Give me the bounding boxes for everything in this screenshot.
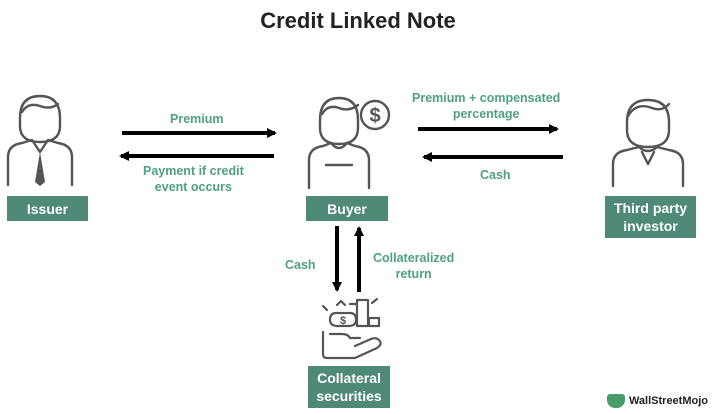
edge-label-payment-line1: Payment if credit (143, 164, 244, 178)
edge-label-premium: Premium (170, 112, 224, 126)
svg-text:$: $ (340, 315, 346, 327)
buyer-label-box: Buyer (306, 196, 388, 221)
edge-label-premium-compensated-line2: percentage (452, 107, 520, 121)
collateral-label-line2: securities (316, 388, 382, 404)
edge-label-collateralized-return: Collateralized return (373, 250, 454, 282)
svg-text:$: $ (369, 105, 380, 127)
edge-label-payment: Payment if credit event occurs (143, 163, 244, 195)
buyer-label: Buyer (327, 200, 367, 217)
investor-label-line2: investor (623, 218, 678, 234)
investor-person-icon (611, 98, 685, 188)
diagram-title: Credit Linked Note (260, 8, 456, 33)
edge-label-collateralized-return-line1: Collateralized (373, 251, 455, 265)
buyer-person-dollar-icon: $ (307, 96, 391, 190)
collateral-label-line1: Collateral (317, 370, 381, 386)
investor-label-box: Third party investor (605, 196, 696, 238)
edge-label-cash-right: Cash (480, 168, 511, 182)
edge-label-premium-compensated-line1: Premium + compensated (412, 91, 561, 105)
edge-label-cash-down: Cash (285, 258, 316, 272)
issuer-label-box: Issuer (7, 196, 88, 221)
logo-text: WallStreetMojo (628, 395, 708, 407)
collateral-money-hand-icon: $ (321, 297, 382, 360)
issuer-label: Issuer (26, 200, 69, 217)
issuer-person-icon (6, 94, 74, 187)
edge-label-payment-line2: event occurs (154, 180, 232, 194)
edge-label-premium-compensated: Premium + compensated percentage (412, 90, 560, 122)
edge-label-collateralized-return-line2: return (395, 267, 432, 281)
logo-icon (606, 394, 625, 408)
investor-label-line1: Third party (613, 200, 688, 216)
brand-logo: WallStreetMojo (606, 394, 708, 408)
collateral-label-box: Collateral securities (308, 366, 390, 408)
